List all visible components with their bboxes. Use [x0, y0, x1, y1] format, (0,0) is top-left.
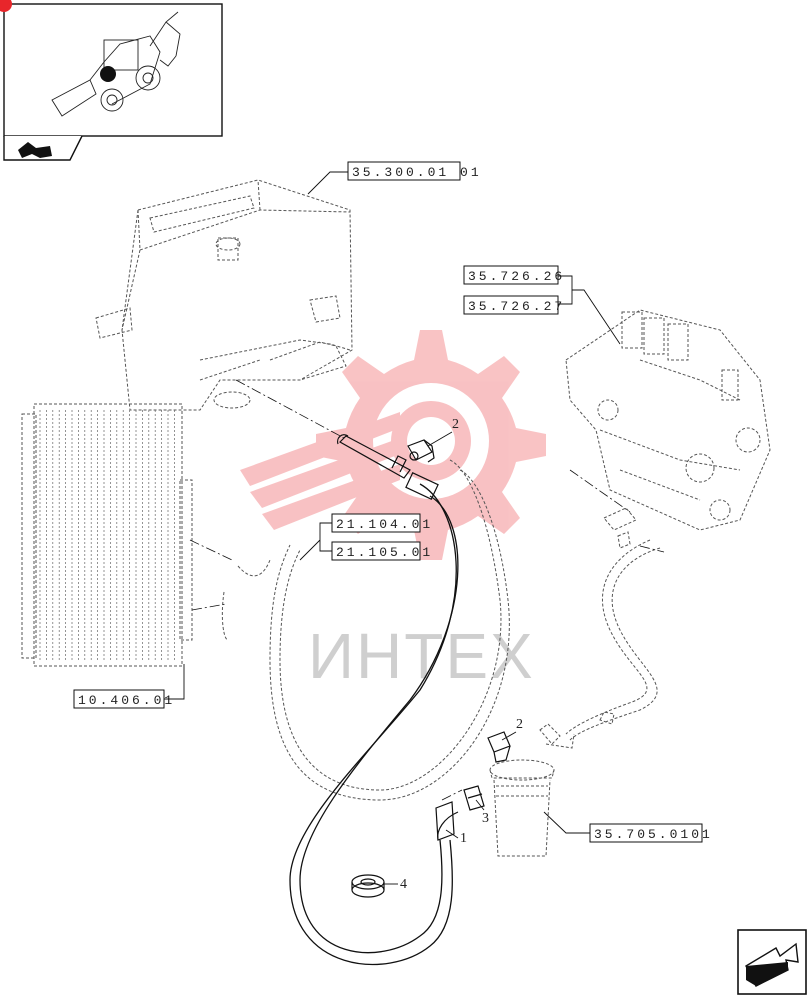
elbow-fitting-top: [407, 439, 435, 463]
callout-valve-b-label: 35.726.27: [468, 299, 565, 314]
tee-fitting: [337, 434, 411, 479]
location-marker: [100, 66, 116, 82]
callout-filter[interactable]: 35.705.0101: [543, 811, 713, 843]
valve-leader-line: [558, 275, 621, 345]
callout-valve-b[interactable]: 35.726.27: [463, 295, 565, 315]
item-number-2-top: 2: [427, 417, 459, 447]
item-number-4: 4: [384, 877, 407, 892]
backhoe-loader-thumbnail: [51, 11, 181, 117]
straight-adapter: [463, 785, 485, 811]
ghost-pipework: [221, 459, 661, 801]
callout-tank-label: 35.300.01 01: [352, 165, 482, 180]
previous-page-arrow-icon[interactable]: [18, 142, 52, 158]
sealing-washer: [351, 874, 385, 898]
thumbnail-panel[interactable]: [3, 3, 223, 161]
elbow-fitting-mid: [487, 731, 511, 763]
corner-marker: [0, 0, 12, 12]
callout-filter-label: 35.705.0101: [594, 827, 713, 842]
callout-pipe-a-label: 21.104.01: [336, 517, 433, 532]
svg-text:3: 3: [482, 811, 489, 826]
callout-pipe-b-label: 21.105.01: [336, 545, 433, 560]
center-lines: [189, 379, 665, 801]
item-number-2-mid: 2: [501, 717, 523, 741]
callout-cooler-label: 10.406.01: [78, 693, 175, 708]
oil-cooler: [21, 403, 193, 667]
control-valve: [565, 309, 771, 531]
watermark-text: ИНТЕХ: [308, 620, 535, 692]
pipe-leader-line: [299, 522, 332, 561]
callout-valve-a-label: 35.726.26: [468, 269, 565, 284]
callout-cooler[interactable]: 10.406.01: [73, 664, 185, 709]
svg-text:2: 2: [516, 717, 523, 732]
svg-text:1: 1: [460, 831, 467, 846]
hydraulic-tank: [95, 179, 353, 411]
return-filter: [489, 733, 575, 857]
callout-pipe-b[interactable]: 21.105.01: [331, 541, 433, 561]
callout-tank[interactable]: 35.300.01 01: [307, 161, 482, 195]
callout-valve-a[interactable]: 35.726.26: [463, 265, 565, 285]
main-hose: [289, 472, 459, 965]
next-page-arrow-icon[interactable]: [737, 929, 807, 995]
svg-text:2: 2: [452, 417, 459, 432]
svg-text:4: 4: [400, 877, 407, 892]
item-number-3: 3: [475, 799, 489, 826]
callout-pipe-a[interactable]: 21.104.01: [331, 513, 433, 533]
item-number-1: 1: [445, 829, 467, 846]
